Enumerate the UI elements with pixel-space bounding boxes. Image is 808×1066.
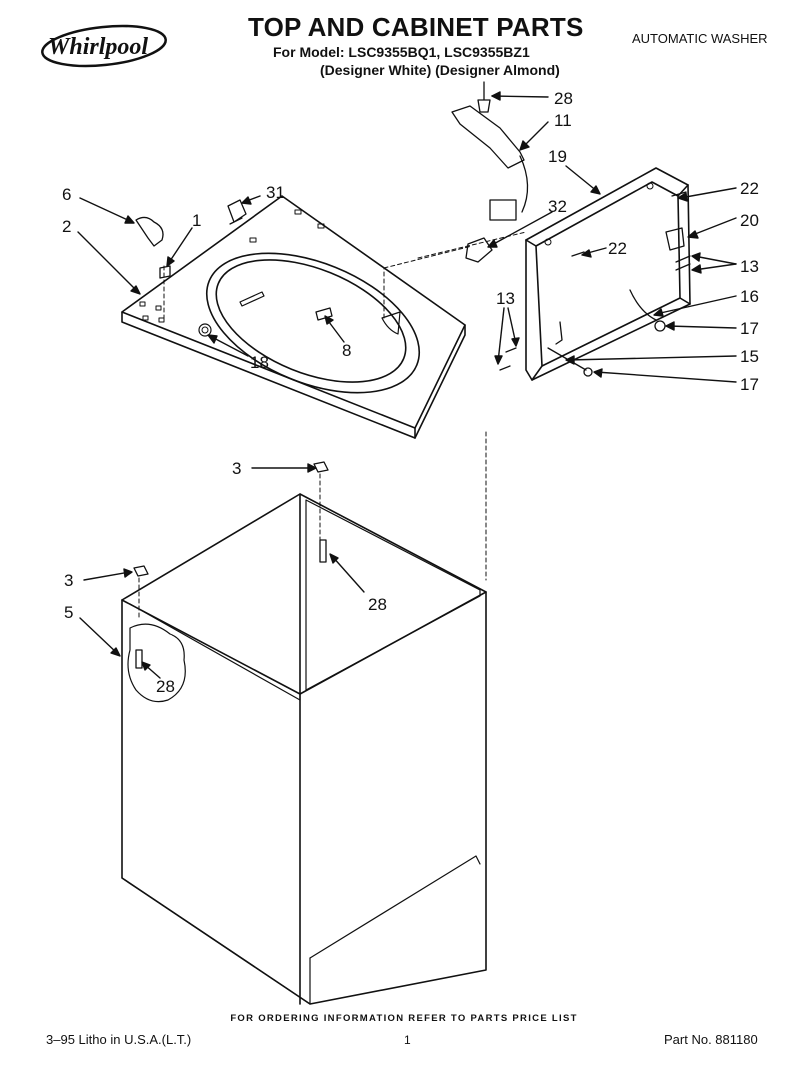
washer-top (121, 195, 466, 439)
callout-20: 20 (740, 211, 759, 230)
callout-5: 5 (64, 603, 73, 622)
product-category: AUTOMATIC WASHER (632, 31, 768, 46)
callout-18: 18 (250, 353, 269, 372)
svg-text:Whirlpool: Whirlpool (48, 34, 148, 60)
callout-1: 1 (192, 211, 201, 230)
callout-13: 13 (496, 289, 515, 308)
page-title: TOP AND CABINET PARTS (248, 12, 584, 42)
callout-32: 32 (548, 197, 567, 216)
model-colors: (Designer White) (Designer Almond) (320, 62, 560, 78)
callout-13: 13 (740, 257, 759, 276)
callout-11: 11 (554, 111, 572, 130)
whirlpool-logo: Whirlpool (41, 24, 167, 68)
page-number: 1 (404, 1033, 411, 1047)
callout-22: 22 (740, 179, 759, 198)
ordering-note: FOR ORDERING INFORMATION REFER TO PARTS … (230, 1013, 578, 1024)
callout-2: 2 (62, 217, 71, 236)
callout-28: 28 (368, 595, 387, 614)
litho-print-info: 3–95 Litho in U.S.A.(L.T.) (46, 1032, 192, 1047)
callout-8: 8 (342, 341, 351, 360)
model-numbers: For Model: LSC9355BQ1, LSC9355BZ1 (273, 44, 530, 60)
callout-15: 15 (740, 347, 759, 366)
callout-19: 19 (548, 147, 567, 166)
part-number: Part No. 881180 (664, 1032, 758, 1047)
callout-17: 17 (740, 319, 759, 338)
leader-lines (77, 91, 737, 679)
callout-22: 22 (608, 239, 627, 258)
small-parts (133, 81, 691, 669)
callout-16: 16 (740, 287, 759, 306)
callout-6: 6 (62, 185, 71, 204)
callout-17: 17 (740, 375, 759, 394)
callout-31: 31 (266, 183, 285, 202)
cabinet (121, 493, 487, 1005)
callout-3: 3 (232, 459, 241, 478)
callout-3: 3 (64, 571, 73, 590)
callout-labels: 28 11 19 22 20 22 13 16 17 15 17 13 32 6… (62, 89, 759, 696)
callout-28: 28 (554, 89, 573, 108)
callout-28: 28 (156, 677, 175, 696)
